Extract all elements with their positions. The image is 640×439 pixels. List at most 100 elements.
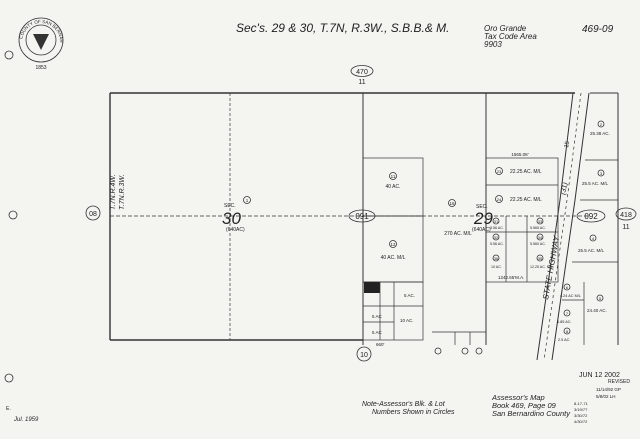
book-line-3: San Bernardino County: [492, 409, 571, 418]
parcels-091: 11 40 AC. 12 40 AC. M/L 16 270 AC. M/L 5…: [362, 157, 486, 355]
binder-hole-top: [4, 50, 14, 60]
parcel-5-num: 5: [599, 296, 602, 301]
parcel-36-num: 36: [494, 256, 499, 261]
parcel-11-area: 40 AC.: [385, 184, 400, 190]
block-091-number: 091: [355, 212, 369, 221]
parcel-12-area: 40 AC. M/L: [381, 255, 406, 261]
adjacent-right-number: 418: [620, 212, 632, 219]
parcel-6-num: 6: [566, 285, 569, 290]
parcel-32-area: 5.56 AC.: [490, 242, 504, 246]
sec30-label: SEC.: [224, 203, 236, 209]
parcel-34-area: 5.560 AC.: [530, 242, 546, 246]
parcel-36-area: 10 AC.: [491, 265, 502, 269]
seal-emblem-icon: [33, 34, 49, 50]
parcel-35-num: 35: [538, 256, 543, 261]
section-30: SEC. 30 (640AC) 1: [222, 196, 251, 233]
parcel-33-num: 33: [538, 219, 543, 224]
adjacent-bottom: 10: [356, 346, 372, 362]
sec30-area: (640AC): [226, 227, 245, 233]
page-reference: 469-09: [582, 24, 614, 35]
corner-mark: E.: [6, 406, 11, 412]
revised-history-3: 3/30/72: [574, 413, 588, 418]
block-092: 092: [576, 209, 606, 223]
parcel-16-area: 270 AC. M/L: [444, 231, 472, 237]
seal-year: 1853: [35, 65, 46, 71]
sec30-number: 30: [222, 209, 241, 228]
parcel-6-area: 4.24 AC M/L: [560, 294, 581, 298]
parcel-34-num: 34: [538, 235, 543, 240]
sec29-area: (640AC): [472, 227, 491, 233]
adjacent-top-sub: 11: [358, 79, 365, 86]
adjacent-bottom-number: 10: [360, 352, 368, 359]
note-line-2: Numbers Shown in Circles: [372, 409, 455, 416]
parcels-092: 2 25.38 AC. 3 25.5 AC. M/L 4 25.5 AC. M/…: [557, 92, 619, 345]
parcel-2-num: 2: [600, 122, 603, 127]
adjacent-left-number: 08: [89, 211, 97, 218]
parcel-4-num: 4: [592, 236, 595, 241]
highway-number: 15: [564, 140, 571, 148]
sec29-label: SEC.: [476, 204, 488, 210]
book-line-2: Book 469, Page 09: [492, 401, 557, 410]
binder-hole-bottom: [4, 373, 14, 383]
parcel-12-num: 12: [390, 242, 396, 247]
parcel-8-area: 2.5 AC.: [558, 338, 570, 342]
revised-history-2: 3/19/77: [574, 407, 588, 412]
parcel-1-num: 1: [246, 198, 249, 203]
small-lot-10ac: 10 AC.: [400, 318, 414, 323]
sec29-number: 29: [473, 209, 493, 228]
tax-code-label: Tax Code Area: [484, 32, 537, 41]
parcel-3-num: 3: [600, 171, 603, 176]
parcel-7-area: 6.85 AC.: [557, 320, 572, 324]
note-line-1: Note-Assessor's Blk. & Lot: [362, 401, 446, 408]
tax-area-name: Oro Grande: [484, 24, 527, 33]
small-lot-5ac-a: 5 AC: [372, 314, 383, 319]
parcel-35-area: 12.25 AC. M/L: [530, 265, 553, 269]
tax-code-number: 9903: [484, 40, 502, 49]
dimension-top: 1565.08': [511, 152, 528, 157]
parcel-23-area: 22.25 AC. M/L: [510, 169, 542, 175]
binder-hole-middle: [8, 210, 18, 220]
revision-block: REVISED 11/14/92 GP 5/8/02 LH 8-17-71 3/…: [574, 379, 630, 424]
parcel-7-num: 7: [566, 311, 569, 316]
small-lot-5ac-c: 5 AC.: [404, 293, 415, 298]
dimension-bottom: 1242.65'M.A.: [498, 275, 524, 280]
parcel-24-area: 22.25 AC. M/L: [510, 197, 542, 203]
section-29: SEC. 29 (640AC): [472, 204, 493, 233]
parcel-32-num: 32: [494, 235, 499, 240]
township-label-east: T.7N.R.3W.: [119, 174, 126, 210]
adjacent-top-number: 470: [356, 69, 368, 76]
parcel-16-num: 16: [449, 201, 455, 206]
parcel-33-area: 5.565 AC.: [530, 226, 546, 230]
block-092-number: 092: [584, 212, 598, 221]
revised-label: REVISED: [608, 379, 630, 385]
parcel-24-num: 24: [497, 197, 502, 202]
small-lot-5ac-b: 5 AC: [372, 330, 383, 335]
parcel-3-area: 25.5 AC. M/L: [582, 181, 609, 186]
revised-date-1: 11/14/92 GP: [596, 387, 621, 392]
parcel-4-area: 25.5 AC. M/L: [578, 248, 605, 253]
township-label-west: T.7N.R.4W.: [110, 174, 117, 210]
original-date: Jul. 1959: [13, 417, 39, 423]
small-lot-dimension: 660': [376, 342, 385, 347]
parcel-31-num: 31: [494, 219, 499, 224]
parcels-east-091: 1565.08' 23 22.25 AC. M/L 24 22.25 AC. M…: [485, 152, 559, 283]
highway-route: (31): [560, 182, 569, 195]
parcel-5-area: 24.40 AC.: [587, 308, 607, 313]
adjacent-top: 470 11: [350, 65, 374, 86]
parcel-2-area: 25.38 AC.: [590, 131, 610, 136]
parcel-8-num: 8: [566, 329, 569, 334]
revised-history-1: 8-17-71: [574, 401, 589, 406]
parcel-11-num: 11: [391, 174, 396, 179]
adjacent-left: 08: [85, 205, 101, 221]
shaded-lot: [364, 282, 380, 293]
parcel-31-area: 5.56 AC.: [490, 226, 504, 230]
book-line-1: Assessor's Map: [491, 393, 545, 402]
date-stamp: JUN 12 2002: [579, 372, 620, 379]
adjacent-right: 418 11: [615, 207, 637, 231]
adjacent-right-sub: 11: [622, 224, 629, 231]
revised-date-2: 5/8/02 LH: [596, 394, 616, 399]
parcel-23-num: 23: [497, 169, 502, 174]
revised-history-4: 4/30/72: [574, 419, 588, 424]
